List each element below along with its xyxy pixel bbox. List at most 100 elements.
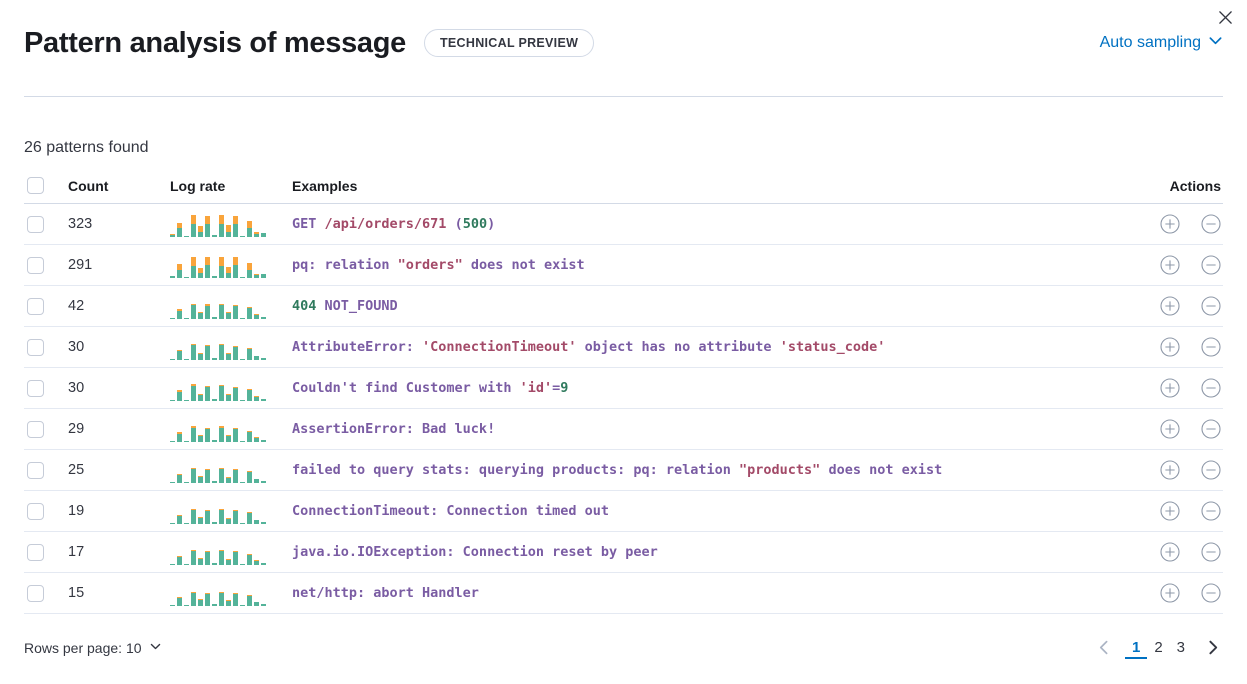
patterns-found-summary: 26 patterns found [24, 139, 149, 156]
example-text: AttributeError: 'ConnectionTimeout' obje… [292, 339, 1127, 355]
table-row: 15 net/http: abort Handler [24, 573, 1223, 614]
log-rate-sparkline [170, 537, 274, 567]
example-segment: ) [487, 216, 496, 232]
column-header-count: Count [68, 177, 109, 194]
log-rate-sparkline [170, 250, 274, 280]
example-segment: /api/orders/671 [324, 216, 447, 232]
table-row: 323 GET /api/orders/671 (500) [24, 204, 1223, 245]
filter-out-pattern-icon[interactable] [1201, 583, 1221, 603]
filter-out-pattern-icon[interactable] [1201, 378, 1221, 398]
row-count: 30 [68, 339, 85, 355]
row-checkbox[interactable] [27, 461, 44, 479]
filter-in-pattern-icon[interactable] [1160, 501, 1180, 521]
example-segment: "orders" [397, 257, 463, 273]
rows-per-page-label: Rows per page: 10 [24, 639, 142, 656]
example-segment: does not exist [462, 257, 585, 273]
filter-out-pattern-icon[interactable] [1201, 542, 1221, 562]
table-row: 291 pq: relation "orders" does not exist [24, 245, 1223, 286]
filter-in-pattern-icon[interactable] [1160, 583, 1180, 603]
example-text: ConnectionTimeout: Connection timed out [292, 503, 1127, 519]
example-segment: "products" [739, 462, 821, 478]
row-count: 29 [68, 421, 85, 437]
example-text: GET /api/orders/671 (500) [292, 216, 1127, 232]
filter-in-pattern-icon[interactable] [1160, 337, 1180, 357]
example-segment: ConnectionTimeout: Connection timed out [292, 503, 609, 519]
row-checkbox[interactable] [27, 379, 44, 397]
example-segment: 500 [462, 216, 488, 232]
previous-page-icon[interactable] [1094, 637, 1115, 658]
filter-in-pattern-icon[interactable] [1160, 419, 1180, 439]
table-row: 30 AttributeError: 'ConnectionTimeout' o… [24, 327, 1223, 368]
column-header-examples: Examples [292, 177, 358, 194]
example-segment: net/http: abort Handler [292, 585, 479, 601]
filter-out-pattern-icon[interactable] [1201, 419, 1221, 439]
flyout-header: Pattern analysis of message TECHNICAL PR… [0, 0, 1247, 97]
filter-in-pattern-icon[interactable] [1160, 296, 1180, 316]
filter-in-pattern-icon[interactable] [1160, 460, 1180, 480]
row-count: 30 [68, 380, 85, 396]
row-checkbox[interactable] [27, 420, 44, 438]
column-header-actions: Actions [1169, 177, 1221, 194]
row-checkbox[interactable] [27, 543, 44, 561]
row-count: 15 [68, 585, 85, 601]
table-row: 19 ConnectionTimeout: Connection timed o… [24, 491, 1223, 532]
example-segment: AssertionError: Bad luck! [292, 421, 496, 437]
example-text: 404 NOT_FOUND [292, 298, 1127, 314]
row-checkbox[interactable] [27, 584, 44, 602]
close-icon[interactable] [1212, 4, 1239, 31]
rows-per-page-dropdown[interactable]: Rows per page: 10 [24, 640, 162, 656]
select-all-checkbox[interactable] [27, 177, 44, 194]
page-number-1[interactable]: 1 [1124, 636, 1148, 659]
row-checkbox[interactable] [27, 502, 44, 520]
example-text: java.io.IOException: Connection reset by… [292, 544, 1127, 560]
log-rate-sparkline [170, 414, 274, 444]
log-rate-sparkline [170, 373, 274, 403]
flyout-body: 26 patterns found Count Log rate Example… [0, 139, 1247, 614]
filter-in-pattern-icon[interactable] [1160, 542, 1180, 562]
table-row: 17 java.io.IOException: Connection reset… [24, 532, 1223, 573]
filter-in-pattern-icon[interactable] [1160, 255, 1180, 275]
filter-out-pattern-icon[interactable] [1201, 255, 1221, 275]
example-segment: 'status_code' [779, 339, 886, 355]
filter-out-pattern-icon[interactable] [1201, 214, 1221, 234]
filter-out-pattern-icon[interactable] [1201, 337, 1221, 357]
filter-out-pattern-icon[interactable] [1201, 501, 1221, 521]
example-segment: Couldn't find Customer with [292, 380, 520, 396]
example-segment: does not exist [820, 462, 943, 478]
example-segment: 'id' [519, 380, 553, 396]
next-page-icon[interactable] [1202, 637, 1223, 658]
row-checkbox[interactable] [27, 338, 44, 356]
example-segment: = [552, 380, 561, 396]
table-row: 25 failed to query stats: querying produ… [24, 450, 1223, 491]
log-rate-sparkline [170, 332, 274, 362]
row-checkbox[interactable] [27, 215, 44, 233]
log-rate-sparkline [170, 496, 274, 526]
row-count: 17 [68, 544, 85, 560]
row-count: 291 [68, 257, 93, 273]
chevron-down-icon [149, 640, 162, 656]
filter-out-pattern-icon[interactable] [1201, 460, 1221, 480]
example-text: net/http: abort Handler [292, 585, 1127, 601]
example-segment: GET [292, 216, 325, 232]
example-text: pq: relation "orders" does not exist [292, 257, 1127, 273]
filter-in-pattern-icon[interactable] [1160, 214, 1180, 234]
filter-in-pattern-icon[interactable] [1160, 378, 1180, 398]
technical-preview-badge: TECHNICAL PREVIEW [423, 29, 595, 57]
log-rate-sparkline [170, 455, 274, 485]
page-number-3[interactable]: 3 [1170, 636, 1192, 659]
page-number-2[interactable]: 2 [1147, 636, 1169, 659]
example-segment: failed to query stats: querying products… [292, 462, 740, 478]
row-count: 25 [68, 462, 85, 478]
example-segment: 9 [560, 380, 569, 396]
row-checkbox[interactable] [27, 256, 44, 274]
row-checkbox[interactable] [27, 297, 44, 315]
sampling-dropdown[interactable]: Auto sampling [1100, 33, 1223, 53]
filter-out-pattern-icon[interactable] [1201, 296, 1221, 316]
example-segment: pq: relation [292, 257, 398, 273]
table-header-row: Count Log rate Examples Actions [24, 168, 1223, 204]
row-count: 323 [68, 216, 93, 232]
example-segment: NOT_FOUND [316, 298, 398, 314]
